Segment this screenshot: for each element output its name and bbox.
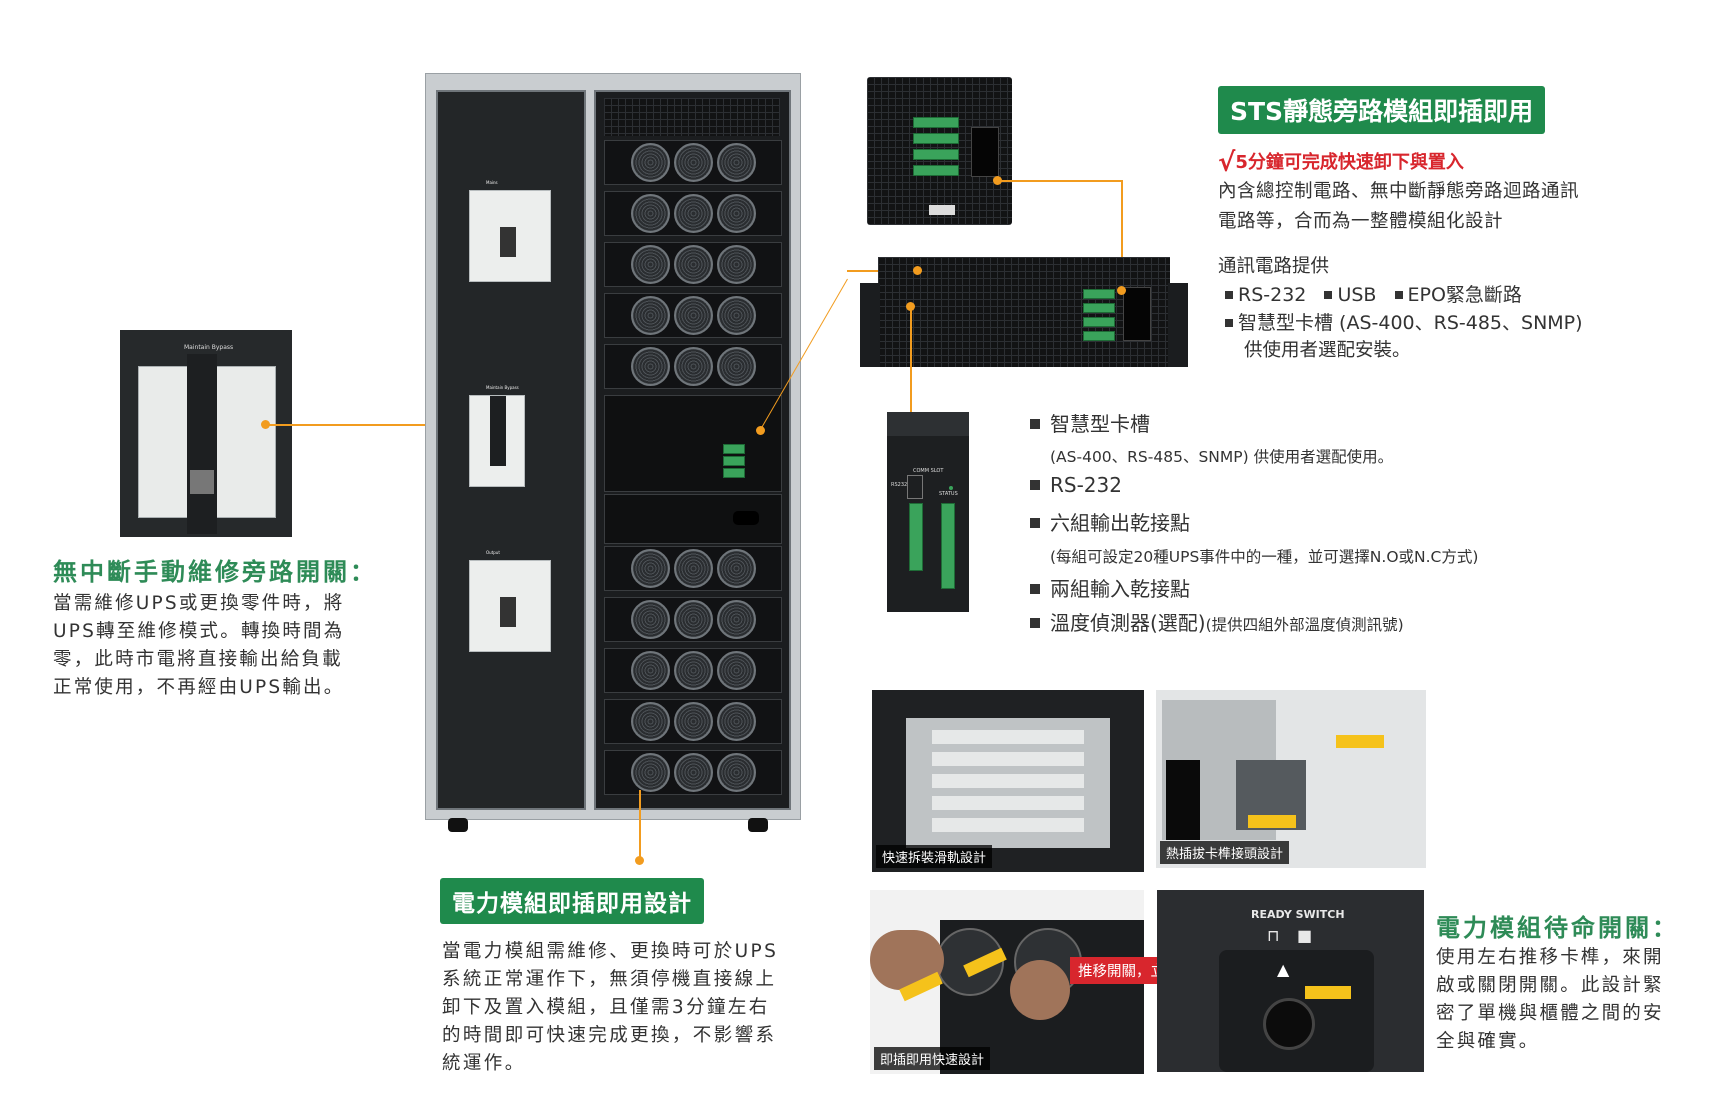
sts-desc: 內含總控制電路、無中斷靜態旁路迴路通訊 電路等，合而為一整體模組化設計 bbox=[1218, 177, 1579, 237]
ready-switch-photo: READY SWITCH ⊓ ■ ▲ bbox=[1157, 890, 1424, 1072]
bypass-body-line: 零，此時市電將直接輸出給負載 bbox=[53, 649, 343, 670]
standby-body-line: 密了單機與櫃體之間的安 bbox=[1436, 1003, 1664, 1024]
bypass-callout-line bbox=[265, 424, 490, 426]
comm-slot-card: COMM SLOT RS232 STATUS bbox=[887, 412, 969, 612]
hotplug-caption: 熱插拔卡榫接頭設計 bbox=[1160, 841, 1290, 864]
check-text: 5分鐘可完成快速卸下與置入 bbox=[1235, 152, 1464, 173]
ready-switch-label: READY SWITCH bbox=[1251, 908, 1345, 921]
power-body-line: 的時間即可快速完成更換，不影響系 bbox=[442, 1025, 777, 1046]
card-item: 智慧型卡槽 bbox=[1030, 408, 1150, 437]
maintain-bypass-breaker: Maintain Bypass bbox=[469, 385, 525, 487]
power-module bbox=[604, 699, 782, 744]
sts-front-line-h bbox=[997, 180, 1122, 182]
power-title: 電力模組即插即用設計 bbox=[440, 878, 704, 924]
card-callout-line bbox=[910, 306, 912, 416]
rail-photo: 快速拆裝滑軌設計 bbox=[872, 690, 1144, 872]
sts-module-rack bbox=[878, 257, 1170, 367]
standby-body: 使用左右推移卡榫，來開 啟或關閉開關。此設計緊 密了單機與櫃體之間的安 全與確實… bbox=[1436, 944, 1716, 1056]
power-module bbox=[604, 293, 782, 338]
unlock-icon: ⊓ bbox=[1267, 926, 1280, 945]
comm-items: RS-232 USB EPO緊急斷路 bbox=[1225, 280, 1522, 307]
slot-text: 智慧型卡槽 (AS-400、RS-485、SNMP) bbox=[1238, 312, 1583, 334]
module-callout-line bbox=[639, 790, 641, 860]
bypass-title: 無中斷手動維修旁路開關： bbox=[53, 558, 377, 586]
standby-body-line: 使用左右推移卡榫，來開 bbox=[1436, 947, 1664, 968]
check-icon: √ bbox=[1218, 148, 1236, 178]
hotplug-photo: 熱插拔卡榫接頭設計 bbox=[1156, 690, 1426, 868]
breaker-label: Output bbox=[486, 550, 500, 555]
sts-check-line: √5分鐘可完成快速卸下與置入 bbox=[1218, 148, 1464, 178]
power-module bbox=[604, 242, 782, 287]
card-item-sub: (每組可設定20種UPS事件中的一種，並可選擇N.O或N.C方式) bbox=[1050, 548, 1479, 566]
rs232-label: RS232 bbox=[891, 482, 908, 488]
power-body-line: 系統正常運作下，無須停機直接線上 bbox=[442, 969, 777, 990]
bypass-body-line: 正常使用，不再經由UPS輸出。 bbox=[53, 677, 345, 698]
status-label: STATUS bbox=[939, 491, 958, 497]
card-item: RS-232 bbox=[1030, 473, 1122, 497]
plugplay-caption: 即插即用快速設計 bbox=[874, 1047, 991, 1070]
power-body-line: 當電力模組需維修、更換時可於UPS bbox=[442, 941, 779, 962]
blank-panel bbox=[604, 494, 782, 544]
comm-item: USB bbox=[1337, 284, 1377, 306]
standby-body-line: 啟或關閉開關。此設計緊 bbox=[1436, 975, 1664, 996]
lock-icon: ■ bbox=[1297, 926, 1313, 945]
mains-breaker: Mains bbox=[469, 180, 551, 282]
breaker-label: Mains bbox=[486, 180, 498, 185]
slot-line: 智慧型卡槽 (AS-400、RS-485、SNMP) bbox=[1225, 308, 1583, 335]
slot-line-2: 供使用者選配安裝。 bbox=[1244, 340, 1411, 361]
standby-body-line: 全與確實。 bbox=[1436, 1031, 1540, 1052]
sts-callout-dot bbox=[756, 426, 765, 435]
bypass-body-line: 當需維修UPS或更換零件時，將 bbox=[53, 593, 345, 614]
comm-slot-label: COMM SLOT bbox=[913, 468, 944, 474]
card-item: 兩組輸入乾接點 bbox=[1030, 573, 1190, 602]
power-module bbox=[604, 140, 782, 185]
card-top-bracket bbox=[887, 412, 969, 436]
card-item: 溫度偵測器(選配)(提供四組外部溫度偵測訊號) bbox=[1030, 607, 1404, 636]
rack-dot-right bbox=[1117, 286, 1126, 295]
power-module bbox=[604, 546, 782, 591]
sts-bay bbox=[604, 395, 782, 492]
module-callout-dot bbox=[635, 856, 644, 865]
comm-title: 通訊電路提供 bbox=[1218, 256, 1330, 277]
sts-desc-line: 電路等，合而為一整體模組化設計 bbox=[1218, 211, 1504, 232]
power-module bbox=[604, 750, 782, 795]
rack-ear-left bbox=[860, 283, 880, 367]
cabinet-wheel bbox=[748, 818, 768, 832]
power-module bbox=[604, 191, 782, 236]
sts-front-line-v bbox=[1121, 180, 1123, 290]
bypass-body-line: UPS轉至維修模式。轉換時間為 bbox=[53, 621, 345, 642]
power-module bbox=[604, 597, 782, 642]
cabinet-left-door: Mains Maintain Bypass Output bbox=[436, 90, 586, 810]
cabinet-module-bay bbox=[594, 90, 791, 810]
rail-caption: 快速拆裝滑軌設計 bbox=[876, 845, 993, 868]
card-item-suffix: (提供四組外部溫度偵測訊號) bbox=[1205, 616, 1404, 634]
card-item-sub: (AS-400、RS-485、SNMP) 供使用者選配使用。 bbox=[1050, 448, 1394, 466]
comm-item: EPO緊急斷路 bbox=[1407, 284, 1522, 306]
bypass-lock-bar bbox=[187, 354, 217, 534]
bypass-switch-photo: Maintain Bypass bbox=[120, 330, 292, 537]
bypass-photo-label: Maintain Bypass bbox=[184, 344, 234, 351]
bypass-handle bbox=[190, 470, 214, 494]
bypass-body: 當需維修UPS或更換零件時，將 UPS轉至維修模式。轉換時間為 零，此時市電將直… bbox=[53, 590, 393, 702]
sts-module-front bbox=[867, 77, 1012, 225]
standby-title: 電力模組待命開關： bbox=[1436, 914, 1679, 942]
power-module bbox=[604, 344, 782, 389]
power-module bbox=[604, 648, 782, 693]
card-item: 六組輸出乾接點 bbox=[1030, 507, 1190, 536]
power-body-line: 卸下及置入模組，且僅需3分鐘左右 bbox=[442, 997, 770, 1018]
power-body: 當電力模組需維修、更換時可於UPS 系統正常運作下，無須停機直接線上 卸下及置入… bbox=[442, 938, 802, 1078]
sts-desc-line: 內含總控制電路、無中斷靜態旁路迴路通訊 bbox=[1218, 181, 1580, 202]
sts-title: STS靜態旁路模組即插即用 bbox=[1218, 86, 1546, 134]
output-breaker: Output bbox=[469, 550, 551, 652]
cabinet-wheel bbox=[448, 818, 468, 832]
bypass-callout-dot bbox=[261, 420, 270, 429]
rack-dot-left bbox=[913, 266, 922, 275]
comm-item: RS-232 bbox=[1238, 284, 1307, 306]
power-body-line: 統運作。 bbox=[442, 1053, 526, 1074]
rack-ear-right bbox=[1168, 283, 1188, 367]
breaker-label: Maintain Bypass bbox=[486, 385, 519, 390]
